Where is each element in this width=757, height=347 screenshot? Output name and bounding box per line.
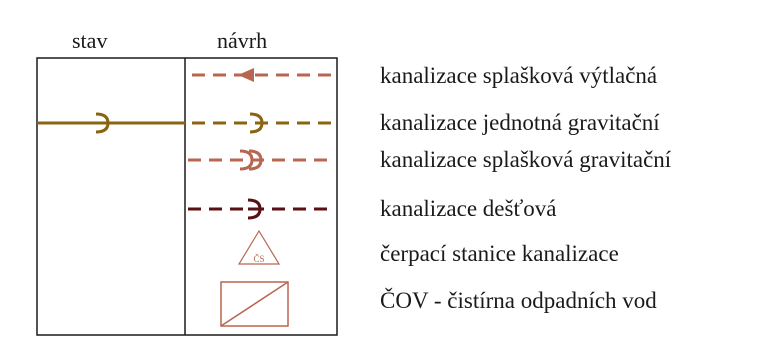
combined-sewer-symbol-proposed <box>192 112 335 134</box>
flow-direction-icon <box>248 149 263 171</box>
pump-station-code: ČS <box>253 254 264 264</box>
legend-frame <box>36 57 338 336</box>
column-header-existing: stav <box>72 28 108 53</box>
column-header-proposed: návrh <box>217 28 268 53</box>
pump-station-icon: ČS <box>237 229 281 265</box>
legend-label-storm-sewer: kanalizace dešťová <box>380 196 557 221</box>
legend-label-wwtp: ČOV - čistírna odpadních vod <box>380 288 657 313</box>
pressure-sewer-symbol <box>192 68 335 82</box>
combined-sewer-symbol-existing <box>37 112 185 134</box>
sanitary-sewer-symbol <box>188 149 335 171</box>
legend-label-combined-sewer: kanalizace jednotná gravitační <box>380 110 660 135</box>
flow-direction-icon <box>239 149 254 171</box>
flow-direction-icon <box>95 112 110 134</box>
legend-label-pump-station: čerpací stanice kanalizace <box>380 241 619 266</box>
storm-sewer-symbol <box>188 198 335 220</box>
legend-label-sanitary-sewer: kanalizace splašková gravitační <box>380 147 672 172</box>
flow-direction-icon <box>249 112 264 134</box>
legend-label-pressure-sewer: kanalizace splašková výtlačná <box>380 63 658 88</box>
flow-arrow-icon <box>238 68 254 82</box>
wwtp-icon <box>220 281 289 327</box>
